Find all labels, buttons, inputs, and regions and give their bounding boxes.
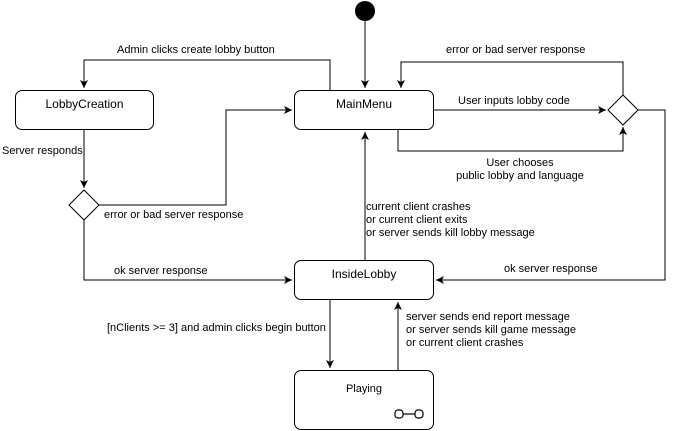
edge-decision-right-error — [397, 61, 624, 95]
composite-state-icon — [394, 409, 424, 419]
initial-node — [355, 1, 375, 21]
label-line: current client crashes — [366, 201, 471, 213]
label-ok-right: ok server response — [504, 263, 598, 275]
label-user-code: User inputs lobby code — [458, 95, 570, 107]
label-user-chooses: User chooses public lobby and language — [446, 157, 594, 183]
label-admin-create: Admin clicks create lobby button — [117, 44, 275, 56]
state-label: LobbyCreation — [45, 97, 124, 111]
label-line: User chooses — [486, 157, 554, 169]
state-label: Playing — [345, 383, 383, 395]
label-server-responds: Server responds — [2, 145, 83, 157]
label-line: server sends end report message — [406, 311, 570, 323]
label-line: or current client exits — [366, 214, 468, 226]
label-end-game: server sends end report message or serve… — [406, 311, 576, 350]
label-ok-left: ok server response — [114, 265, 208, 277]
label-begin: [nClients >= 3] and admin clicks begin b… — [107, 322, 326, 334]
decision-right — [607, 94, 639, 126]
label-error-left: error or bad server response — [104, 209, 244, 221]
edge-mainmenu-to-lobbycreation — [80, 59, 331, 90]
state-lobby-creation: LobbyCreation — [15, 90, 154, 130]
edge-decision-left-ok — [83, 220, 292, 284]
state-label: MainMenu — [335, 97, 393, 111]
edge-decision-left-error — [99, 106, 292, 206]
label-line: or server sends kill game message — [406, 324, 576, 336]
decision-left — [68, 189, 100, 221]
label-error-right: error or bad server response — [446, 44, 586, 56]
label-line: public lobby and language — [456, 170, 584, 182]
label-line: or server sends kill lobby message — [366, 227, 535, 239]
state-inside-lobby: InsideLobby — [294, 260, 434, 300]
state-main-menu: MainMenu — [294, 90, 434, 130]
edge-mainmenu-to-decision-public — [397, 127, 627, 152]
label-exit-lobby: current client crashes or current client… — [366, 201, 535, 240]
state-label: InsideLobby — [331, 267, 397, 281]
edge-decision-right-ok — [436, 109, 666, 284]
label-line: or current client crashes — [406, 337, 524, 349]
state-playing: Playing — [294, 370, 434, 430]
